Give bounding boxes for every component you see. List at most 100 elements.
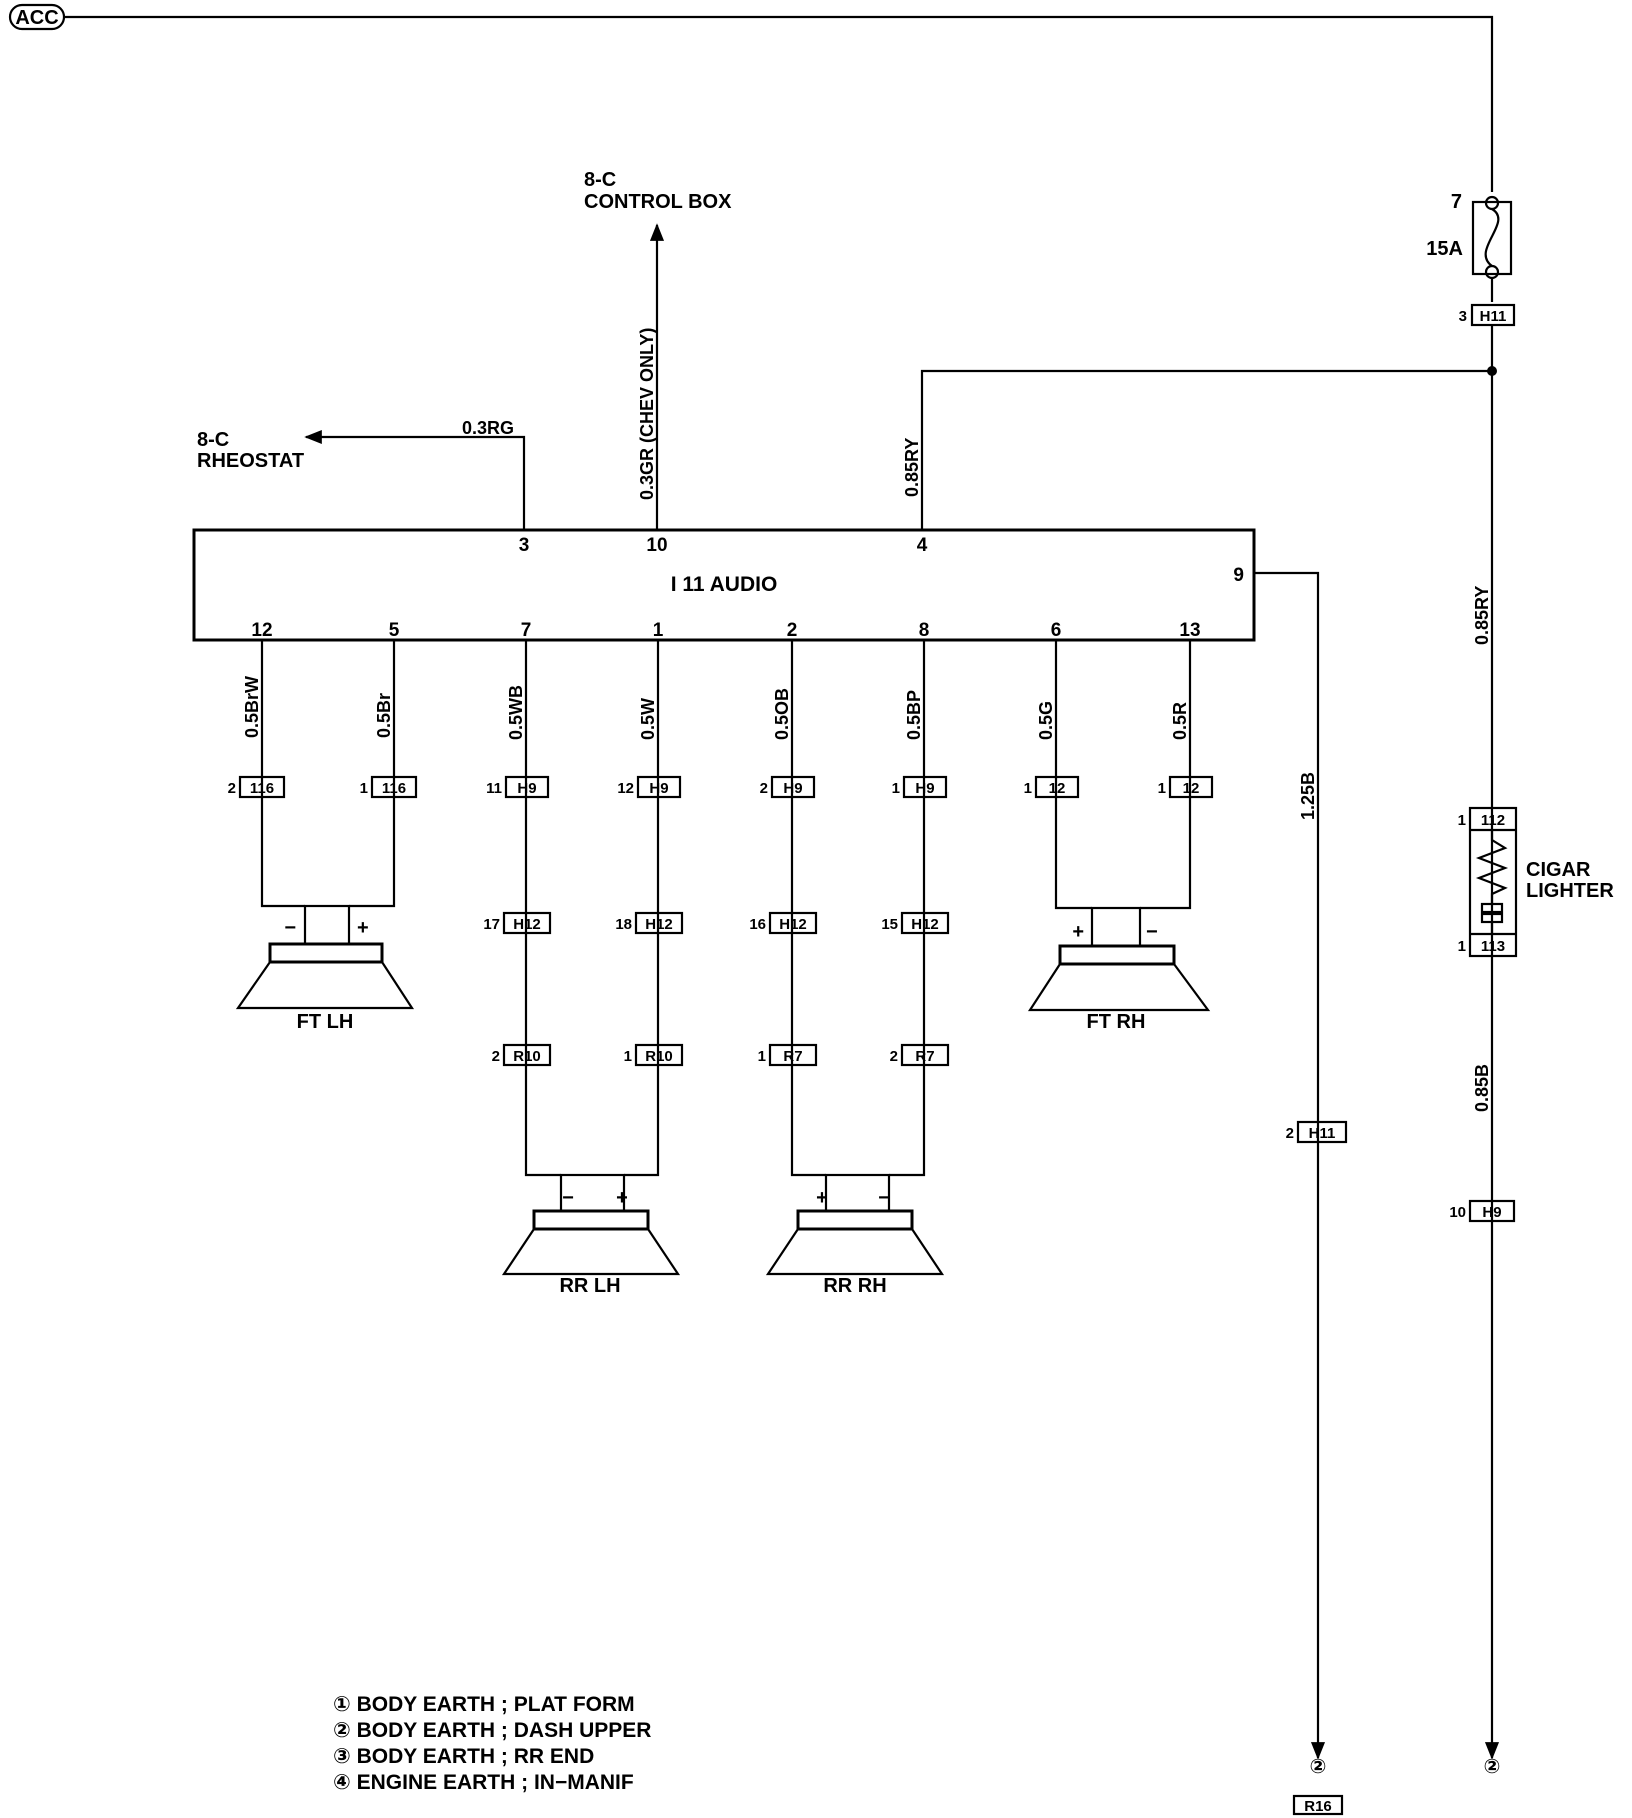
svg-text:H11: H11 — [1309, 1125, 1336, 1142]
svg-text:1: 1 — [1024, 780, 1032, 797]
svg-text:H9: H9 — [649, 780, 668, 797]
speaker-label: RR RH — [823, 1275, 886, 1297]
svg-text:+: + — [1072, 921, 1084, 943]
svg-text:17: 17 — [483, 916, 500, 933]
connector-h12: H12 17 — [483, 911, 552, 935]
rheostat-name: RHEOSTAT — [197, 450, 304, 472]
ground-connector-h11: H11 2 — [1286, 1120, 1348, 1144]
control-box-name: CONTROL BOX — [584, 191, 732, 213]
svg-text:116: 116 — [382, 780, 406, 797]
svg-text:3: 3 — [1459, 308, 1467, 325]
svg-text:R7: R7 — [783, 1048, 802, 1065]
svg-text:116: 116 — [250, 780, 274, 797]
svg-text:−: − — [1146, 921, 1158, 943]
connector-h12: H12 16 — [749, 911, 818, 935]
audio-ground-wire — [1255, 571, 1320, 1745]
svg-text:10: 10 — [1449, 1204, 1466, 1221]
connector-h9: H9 1 — [892, 775, 948, 799]
connector-r7: R7 2 — [890, 1043, 950, 1067]
svg-text:H12: H12 — [513, 916, 541, 933]
svg-text:1: 1 — [1158, 780, 1166, 797]
svg-text:R10: R10 — [513, 1048, 541, 1065]
cigar-lighter: 112 113 1 1 — [1458, 806, 1518, 958]
legend-item: ② BODY EARTH ; DASH UPPER — [333, 1719, 651, 1742]
svg-text:R7: R7 — [915, 1048, 934, 1065]
svg-text:H12: H12 — [911, 916, 939, 933]
connector-12: 12 1 — [1158, 775, 1214, 799]
rheostat-wire — [304, 429, 526, 529]
wire-label: 0.5G — [1036, 701, 1056, 740]
rheostat-wire-label: 0.3RG — [462, 418, 514, 438]
speaker-rr-rh: + − RR RH — [765, 1173, 945, 1297]
audio-ground-wire-label: 1.25B — [1298, 772, 1318, 820]
ground-earth-symbol: ② — [1310, 1756, 1327, 1778]
svg-text:18: 18 — [615, 916, 632, 933]
connector-116: 116 1 — [360, 775, 418, 799]
wire-label: 0.5BrW — [242, 676, 262, 738]
connector-r10: R10 1 — [624, 1043, 684, 1067]
svg-text:H9: H9 — [517, 780, 536, 797]
svg-text:9: 9 — [1233, 565, 1244, 586]
svg-text:6: 6 — [1051, 620, 1062, 641]
svg-text:1: 1 — [653, 620, 664, 641]
svg-text:16: 16 — [749, 916, 766, 933]
speaker-ft-rh: + − FT RH — [1027, 906, 1211, 1033]
svg-text:5: 5 — [389, 620, 400, 641]
fuse-connector-h11: H11 3 — [1459, 303, 1516, 327]
svg-text:+: + — [816, 1187, 828, 1209]
speaker-label: FT RH — [1087, 1011, 1146, 1033]
speaker-label: RR LH — [559, 1275, 620, 1297]
connector-h9: H9 2 — [760, 775, 816, 799]
svg-text:3: 3 — [519, 535, 530, 556]
svg-text:2: 2 — [760, 780, 768, 797]
svg-text:H12: H12 — [779, 916, 807, 933]
svg-text:−: − — [562, 1187, 574, 1209]
connector-h9: H9 12 — [617, 775, 682, 799]
svg-text:1: 1 — [624, 1048, 632, 1065]
rheostat-ref: 8-C — [197, 429, 229, 451]
svg-text:113: 113 — [1481, 938, 1505, 955]
svg-text:15: 15 — [881, 916, 898, 933]
connector-12: 121 — [1024, 775, 1080, 799]
svg-text:13: 13 — [1179, 620, 1200, 641]
speaker-label: FT LH — [297, 1011, 354, 1033]
svg-text:H9: H9 — [915, 780, 934, 797]
svg-text:2: 2 — [787, 620, 798, 641]
speaker-rr-lh: − + RR LH — [501, 1173, 681, 1297]
svg-text:1: 1 — [1458, 812, 1466, 829]
svg-text:−: − — [878, 1187, 890, 1209]
acc-terminal: ACC — [8, 3, 66, 31]
svg-text:10: 10 — [646, 535, 667, 556]
audio-feed-wire — [920, 369, 1492, 529]
svg-text:1: 1 — [1458, 938, 1466, 955]
svg-text:H12: H12 — [645, 916, 673, 933]
svg-text:1: 1 — [360, 780, 368, 797]
connector-h12: H12 15 — [881, 911, 950, 935]
svg-text:112: 112 — [1481, 812, 1505, 829]
svg-text:2: 2 — [1286, 1125, 1294, 1142]
svg-text:+: + — [357, 917, 369, 939]
control-box-wire-label: 0.3GR (CHEV ONLY) — [637, 328, 657, 500]
wire-label: 0.5Br — [374, 693, 394, 738]
svg-text:12: 12 — [251, 620, 272, 641]
connector-r7: R71 — [758, 1043, 818, 1067]
svg-text:2: 2 — [890, 1048, 898, 1065]
svg-text:ACC: ACC — [15, 7, 58, 29]
svg-text:1: 1 — [892, 780, 900, 797]
svg-text:12: 12 — [617, 780, 634, 797]
svg-text:R16: R16 — [1304, 1798, 1332, 1815]
svg-text:4: 4 — [917, 535, 928, 556]
wire-label: 0.5R — [1170, 702, 1190, 740]
fuse-pin: 7 — [1451, 191, 1462, 213]
lighter-feed-wire-label: 0.85RY — [1472, 586, 1492, 645]
earth-legend: ① BODY EARTH ; PLAT FORM ② BODY EARTH ; … — [333, 1693, 651, 1794]
svg-text:12: 12 — [1183, 780, 1200, 797]
svg-text:H9: H9 — [783, 780, 802, 797]
ground-earth-ref: R16 — [1292, 1794, 1344, 1816]
svg-text:R10: R10 — [645, 1048, 673, 1065]
audio-unit: I 11 AUDIO 3 10 4 9 12 5 7 1 2 8 6 13 — [192, 528, 1256, 642]
